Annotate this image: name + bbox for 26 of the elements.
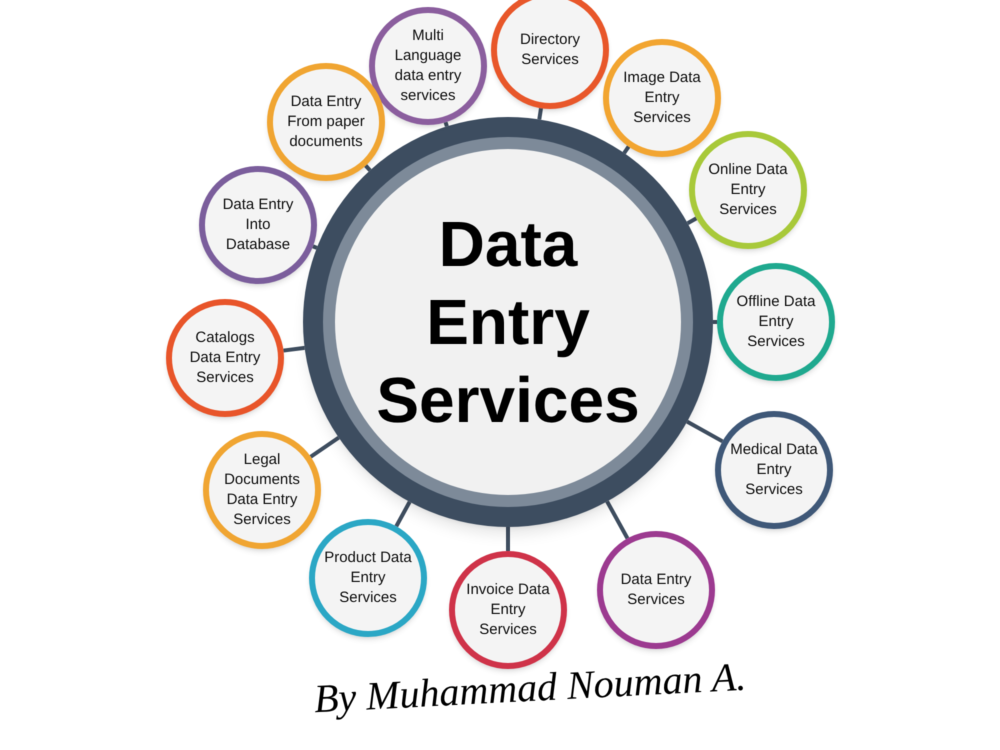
central-title: Data Entry Services [375,207,641,438]
connector-line [394,500,412,528]
connector-line [506,527,510,551]
service-label: Directory Services [518,30,581,70]
service-label: Catalogs Data Entry Services [188,328,262,388]
connector-line [605,500,630,540]
service-label: Legal Documents Data Entry Services [223,450,301,530]
connector-line [537,108,543,120]
connector-line [686,420,724,444]
connector-line [686,216,698,225]
connector-line [713,320,717,324]
service-label: Offline Data Entry Services [736,292,816,352]
service-label: Data Entry From paper documents [286,92,366,152]
service-label: Data Entry Services [620,570,692,610]
service-label: Medical Data Entry Services [730,440,818,500]
connector-line [622,145,630,154]
service-label: Data Entry Into Database [222,195,294,255]
service-label: Invoice Data Entry Services [465,580,551,640]
connector-line [283,346,305,353]
service-label: Online Data Entry Services [707,160,789,220]
service-label: Image Data Entry Services [622,68,702,128]
service-label: Multi Language data entry services [394,26,462,106]
connector-line [364,164,372,172]
service-label: Product Data Entry Services [324,548,412,608]
signature-text: By Muhammad Nouman A. [312,652,748,724]
connector-line [310,436,340,458]
